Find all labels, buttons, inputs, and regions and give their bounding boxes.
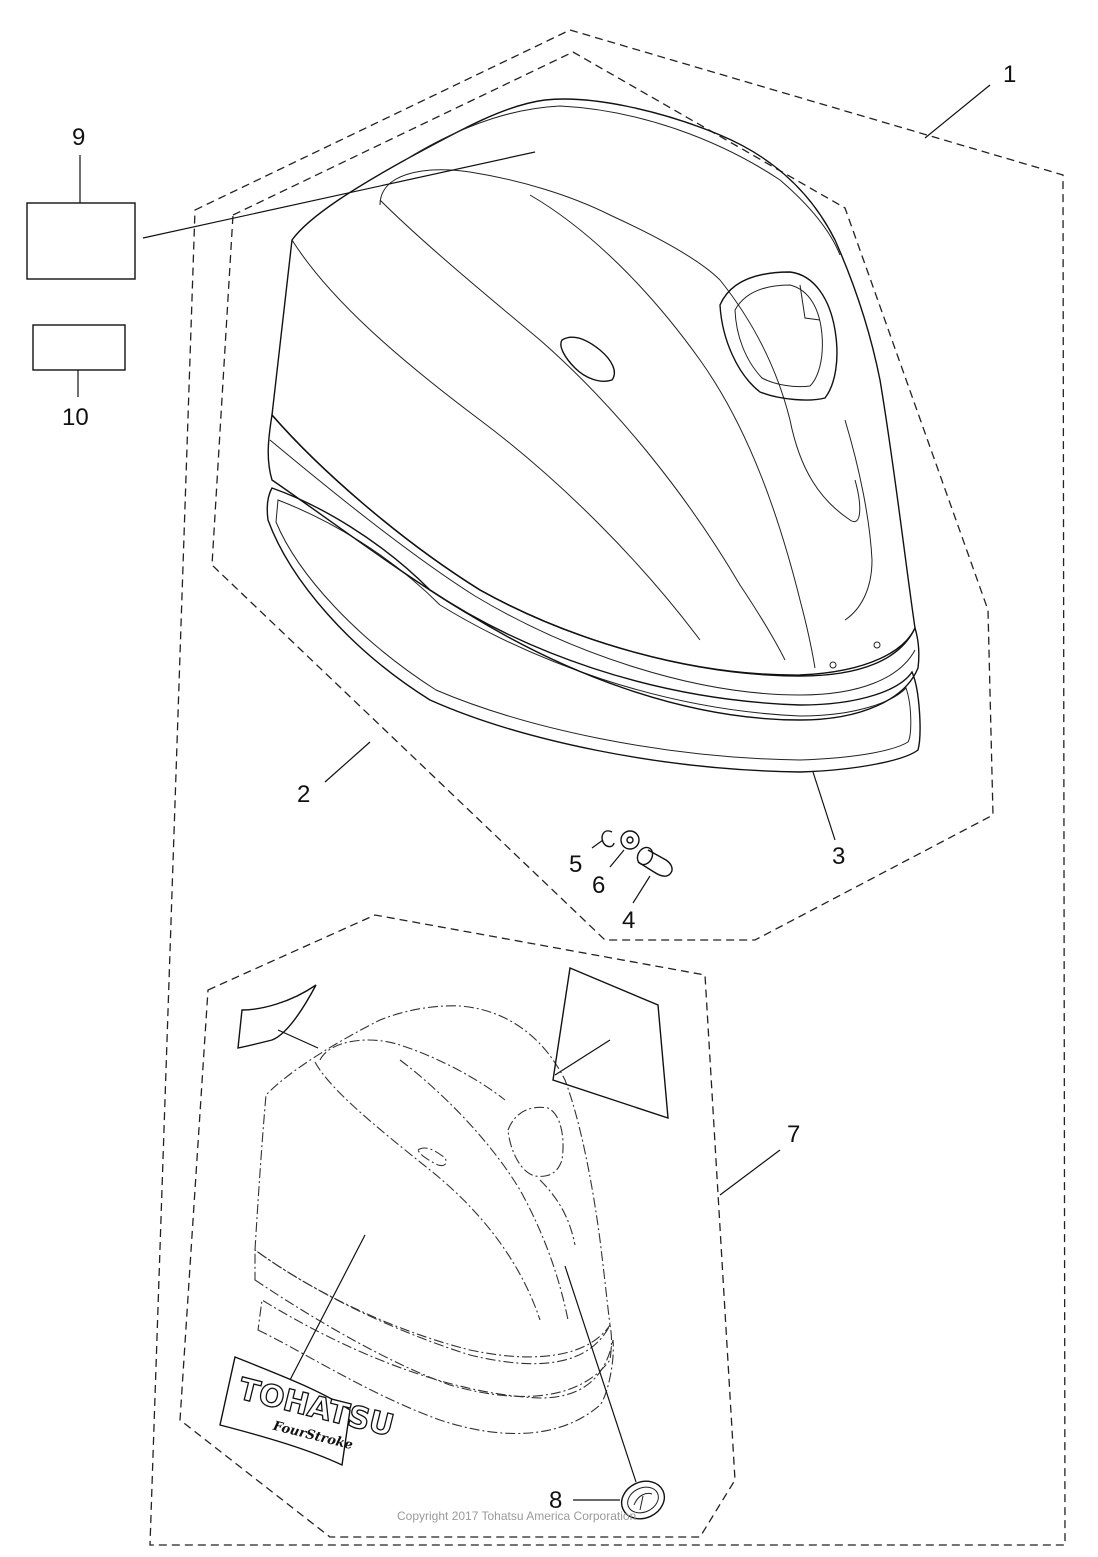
cover-screw-hole-1	[829, 661, 837, 669]
callout-5: 5	[569, 851, 582, 878]
hinge-hardware	[601, 830, 673, 877]
decal-cover-seal	[257, 1299, 614, 1435]
leader-1	[924, 84, 991, 139]
cover-front-curve	[719, 279, 861, 523]
decal-cover-shell	[254, 1005, 611, 1358]
label-plate-part-10	[32, 324, 126, 371]
decal-small-left	[237, 984, 317, 1049]
air-intake-outer	[719, 271, 838, 401]
brand-decal-text-group: TOHATSU FourStroke	[234, 1371, 397, 1453]
leader-3	[812, 771, 836, 841]
decal-brand-panel	[219, 1356, 351, 1467]
cover-side-panel-line	[844, 419, 873, 621]
air-intake-inner	[734, 284, 823, 388]
callout-10: 10	[62, 404, 89, 431]
emblem-mark	[633, 1492, 653, 1511]
leader-brand	[289, 1234, 366, 1381]
decal-cover-band	[254, 1248, 613, 1397]
callout-3: 3	[832, 843, 845, 870]
decal-sweep-1	[399, 1059, 569, 1321]
callout-6: 6	[592, 872, 605, 899]
decal-crown	[319, 1039, 506, 1101]
copyright-text: Copyright 2017 Tohatsu America Corporati…	[397, 1509, 636, 1523]
leader-2	[324, 741, 371, 783]
retaining-clip-part-5	[601, 830, 615, 848]
cover-lower-band	[267, 413, 920, 721]
emblem-inner	[627, 1486, 659, 1514]
cover-side-curve	[291, 239, 701, 641]
cover-shell	[271, 98, 916, 677]
washer-part-6	[620, 830, 640, 850]
decal-handle	[417, 1147, 447, 1167]
callout-2: 2	[297, 781, 310, 808]
cover-sweep-line-2	[379, 199, 786, 661]
top-cowling	[266, 98, 921, 773]
leader-6	[609, 849, 625, 868]
decal-intake-front	[539, 1179, 576, 1246]
callout-4: 4	[622, 907, 635, 934]
cover-sweep-line-1	[529, 194, 816, 669]
leader-decal-left	[277, 1029, 319, 1049]
cover-top-ridge	[404, 105, 841, 256]
cover-band-edge	[269, 439, 916, 696]
decal-set-cowling: TOHATSU FourStroke	[219, 967, 669, 1520]
leader-decal-right	[554, 1039, 611, 1076]
air-intake-vane	[799, 284, 821, 321]
cover-screw-hole-2	[873, 641, 881, 649]
leader-9-to-cover	[142, 151, 536, 239]
cover-seal-ring-inner	[275, 499, 912, 761]
callout-9: 9	[72, 124, 85, 151]
cover-handle-recess	[560, 336, 616, 382]
label-plate-part-9	[26, 202, 136, 280]
washer-hole	[626, 836, 634, 844]
callout-7: 7	[787, 1121, 800, 1148]
pin-part-4	[637, 849, 673, 877]
leader-5	[591, 839, 604, 849]
cover-seal-ring	[266, 487, 921, 773]
callout-8: 8	[549, 1487, 562, 1514]
leader-7	[719, 1149, 781, 1196]
cover-crown-curve	[379, 169, 721, 281]
group-7-boundary	[179, 914, 736, 1538]
decal-right-panel	[552, 967, 669, 1119]
pin-end	[636, 846, 654, 866]
decal-sweep-2	[314, 1061, 541, 1321]
leader-4	[632, 875, 651, 904]
callout-1: 1	[1003, 61, 1016, 88]
group-1-boundary	[149, 29, 1066, 1546]
leader-emblem	[564, 1265, 637, 1483]
decal-intake	[507, 1106, 564, 1177]
emblem-part-8	[620, 1480, 666, 1520]
group-2-boundary	[211, 51, 994, 941]
